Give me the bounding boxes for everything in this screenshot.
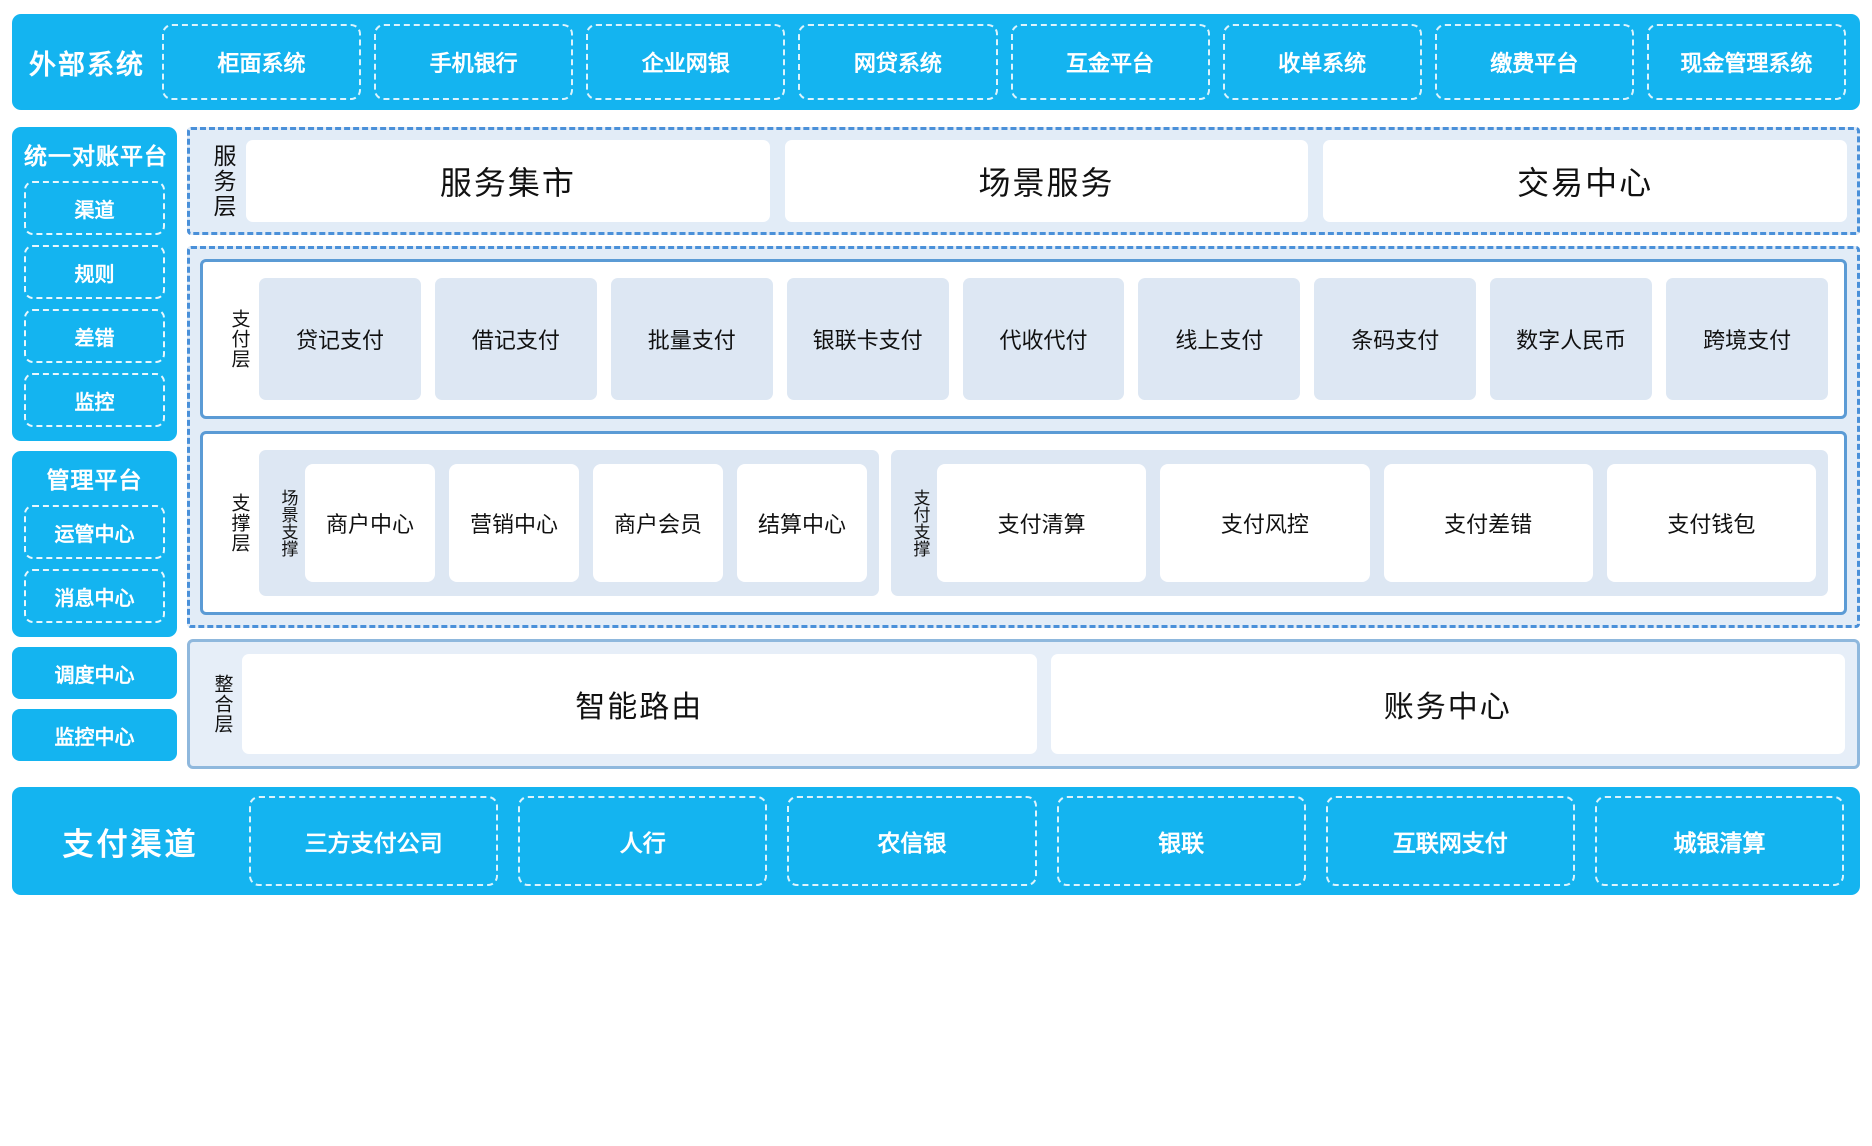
payment-channel-internet[interactable]: 互联网支付: [1325, 796, 1575, 886]
reconciliation-platform-panel: 统一对账平台 渠道 规则 差错 监控: [12, 127, 177, 441]
payment-layer-label: 支付层: [228, 309, 250, 369]
payment-layer-panel: 支付层 贷记支付 借记支付 批量支付 银联卡支付 代收代付 线上支付 条码支付 …: [200, 259, 1847, 419]
payment-card-digital-rmb[interactable]: 数字人民币: [1490, 278, 1653, 400]
payment-card-unionpay[interactable]: 银联卡支付: [786, 278, 949, 400]
service-layer-cards: 服务集市 场景服务 交易中心: [246, 140, 1848, 222]
integration-layer-container: 整合层 智能路由 账务中心: [187, 639, 1860, 769]
sidebar-item-scheduling-center[interactable]: 调度中心: [12, 647, 177, 699]
sidebar-item-error[interactable]: 差错: [24, 309, 165, 363]
layers-column: 服务层 服务集市 场景服务 交易中心 支付层 贷记支付: [187, 127, 1860, 769]
external-system-item[interactable]: 现金管理系统: [1646, 24, 1846, 100]
support-card-payment-wallet[interactable]: 支付钱包: [1606, 464, 1816, 582]
payment-channel-rcc[interactable]: 农信银: [787, 796, 1037, 886]
management-platform-panel: 管理平台 运管中心 消息中心: [12, 451, 177, 637]
integration-layer: 整合层 智能路由 账务中心: [202, 654, 1845, 754]
payment-layer: 支付层 贷记支付 借记支付 批量支付 银联卡支付 代收代付 线上支付 条码支付 …: [219, 278, 1829, 400]
payment-channel-unionpay[interactable]: 银联: [1056, 796, 1306, 886]
external-system-item[interactable]: 企业网银: [586, 24, 786, 100]
support-layer-panel: 支撑层 场景支撑 商户中心 营销中心 商户会员 结算中心: [200, 431, 1847, 615]
integration-card-accounting-center[interactable]: 账务中心: [1050, 654, 1845, 754]
management-platform-title: 管理平台: [46, 467, 143, 493]
core-layers-container: 支付层 贷记支付 借记支付 批量支付 银联卡支付 代收代付 线上支付 条码支付 …: [187, 246, 1860, 628]
service-layer: 服务层 服务集市 场景服务 交易中心: [200, 140, 1848, 222]
payment-channel-citybank-clearing[interactable]: 城银清算: [1594, 796, 1845, 886]
payment-channel-pboc[interactable]: 人行: [518, 796, 768, 886]
external-systems-bar: 外部系统 柜面系统 手机银行 企业网银 网贷系统 互金平台 收单系统 缴费平台 …: [12, 14, 1860, 110]
left-sidebar: 统一对账平台 渠道 规则 差错 监控 管理平台 运管中心 消息中心 调度中心 监…: [12, 127, 177, 761]
support-layer-label: 支撑层: [228, 493, 250, 553]
external-system-item[interactable]: 网贷系统: [798, 24, 998, 100]
integration-card-smart-routing[interactable]: 智能路由: [242, 654, 1037, 754]
support-card-payment-clearing[interactable]: 支付清算: [937, 464, 1147, 582]
external-system-item[interactable]: 手机银行: [374, 24, 574, 100]
support-group-payment: 支付支撑 支付清算 支付风控 支付差错 支付钱包: [891, 450, 1828, 596]
service-card-marketplace[interactable]: 服务集市: [246, 140, 770, 222]
support-group-payment-label: 支付支撑: [910, 489, 930, 557]
support-layer-groups: 场景支撑 商户中心 营销中心 商户会员 结算中心 支付支撑: [259, 450, 1828, 596]
support-card-payment-riskcontrol[interactable]: 支付风控: [1160, 464, 1370, 582]
service-layer-container: 服务层 服务集市 场景服务 交易中心: [187, 127, 1860, 235]
support-card-merchant-member[interactable]: 商户会员: [593, 464, 723, 582]
payment-channel-third-party[interactable]: 三方支付公司: [249, 796, 499, 886]
payment-card-online[interactable]: 线上支付: [1138, 278, 1301, 400]
external-system-item[interactable]: 收单系统: [1222, 24, 1422, 100]
external-systems-title: 外部系统: [29, 49, 145, 80]
integration-layer-label: 整合层: [211, 674, 233, 734]
support-layer: 支撑层 场景支撑 商户中心 营销中心 商户会员 结算中心: [219, 450, 1828, 596]
service-card-scenario[interactable]: 场景服务: [784, 140, 1309, 222]
payment-layer-cards: 贷记支付 借记支付 批量支付 银联卡支付 代收代付 线上支付 条码支付 数字人民…: [259, 278, 1829, 400]
payment-channels-title: 支付渠道: [62, 826, 199, 862]
support-group-scenario-label: 场景支撑: [278, 489, 298, 557]
support-card-marketing-center[interactable]: 营销中心: [449, 464, 579, 582]
external-systems-list: 柜面系统 手机银行 企业网银 网贷系统 互金平台 收单系统 缴费平台 现金管理系…: [162, 24, 1846, 100]
external-system-item[interactable]: 互金平台: [1010, 24, 1210, 100]
sidebar-item-operations-center[interactable]: 运管中心: [24, 505, 165, 559]
support-group-scenario: 场景支撑 商户中心 营销中心 商户会员 结算中心: [259, 450, 879, 596]
support-card-payment-error[interactable]: 支付差错: [1383, 464, 1593, 582]
service-card-transaction[interactable]: 交易中心: [1323, 140, 1848, 222]
payment-channels-list: 三方支付公司 人行 农信银 银联 互联网支付 城银清算: [249, 796, 1845, 886]
payment-card-batch[interactable]: 批量支付: [610, 278, 773, 400]
payment-card-credit[interactable]: 贷记支付: [259, 278, 421, 400]
sidebar-item-monitor[interactable]: 监控: [24, 373, 165, 427]
payment-card-barcode[interactable]: 条码支付: [1314, 278, 1477, 400]
reconciliation-platform-title: 统一对账平台: [24, 143, 168, 169]
support-card-settlement-center[interactable]: 结算中心: [737, 464, 867, 582]
external-system-item[interactable]: 柜面系统: [162, 24, 362, 100]
sidebar-item-rule[interactable]: 规则: [24, 245, 165, 299]
service-layer-label: 服务层: [210, 143, 236, 219]
support-group-payment-cards: 支付清算 支付风控 支付差错 支付钱包: [937, 464, 1816, 582]
support-group-scenario-cards: 商户中心 营销中心 商户会员 结算中心: [305, 464, 867, 582]
sidebar-item-message-center[interactable]: 消息中心: [24, 569, 165, 623]
support-card-merchant-center[interactable]: 商户中心: [305, 464, 435, 582]
sidebar-item-monitoring-center[interactable]: 监控中心: [12, 709, 177, 761]
payment-card-crossborder[interactable]: 跨境支付: [1666, 278, 1829, 400]
external-system-item[interactable]: 缴费平台: [1434, 24, 1634, 100]
integration-layer-cards: 智能路由 账务中心: [242, 654, 1845, 754]
sidebar-item-channel[interactable]: 渠道: [24, 181, 165, 235]
payment-card-debit[interactable]: 借记支付: [434, 278, 597, 400]
payment-card-collection[interactable]: 代收代付: [962, 278, 1125, 400]
middle-section: 统一对账平台 渠道 规则 差错 监控 管理平台 运管中心 消息中心 调度中心 监…: [12, 127, 1860, 769]
payment-channels-bar: 支付渠道 三方支付公司 人行 农信银 银联 互联网支付 城银清算: [12, 787, 1860, 895]
